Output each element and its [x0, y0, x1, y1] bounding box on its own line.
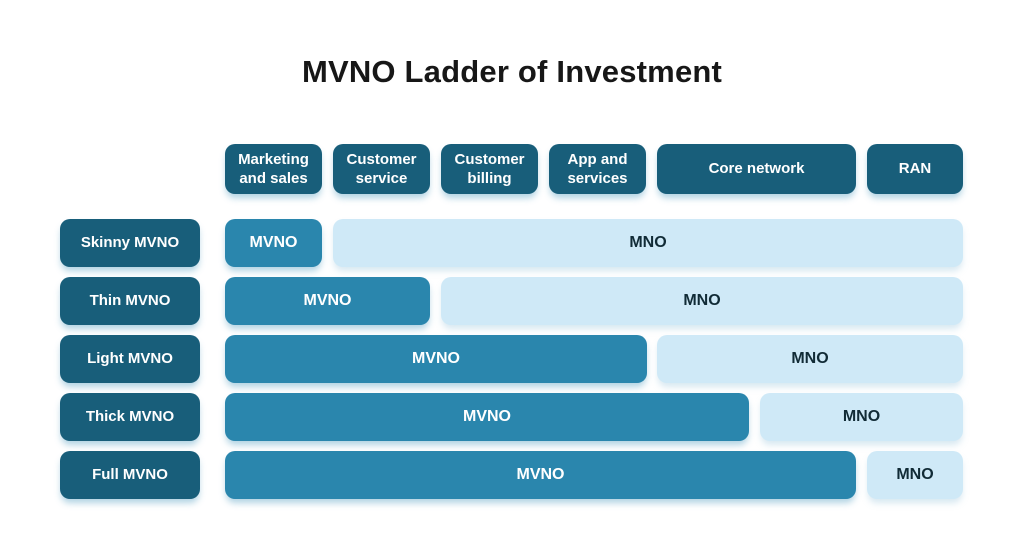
- page-title: MVNO Ladder of Investment: [301, 54, 723, 89]
- function-header-ran: RAN: [867, 144, 963, 194]
- mvno-bar-thin-mvno: MVNO: [225, 277, 430, 325]
- function-header-core-network: Core network: [657, 144, 856, 194]
- tier-label-thin-mvno: Thin MVNO: [60, 277, 200, 325]
- mvno-bar-skinny-mvno: MVNO: [225, 219, 322, 267]
- mvno-bar-light-mvno: MVNO: [225, 335, 647, 383]
- tier-label-skinny-mvno: Skinny MVNO: [60, 219, 200, 267]
- function-header-customer-billing: Customer billing: [441, 144, 538, 194]
- mvno-bar-full-mvno: MVNO: [225, 451, 856, 499]
- mno-bar-full-mvno: MNO: [867, 451, 963, 499]
- tier-label-full-mvno: Full MVNO: [60, 451, 200, 499]
- function-header-app-and-services: App and services: [549, 144, 646, 194]
- mno-bar-skinny-mvno: MNO: [333, 219, 963, 267]
- function-header-customer-service: Customer service: [333, 144, 430, 194]
- mno-bar-light-mvno: MNO: [657, 335, 963, 383]
- mno-bar-thin-mvno: MNO: [441, 277, 963, 325]
- mvno-bar-thick-mvno: MVNO: [225, 393, 749, 441]
- tier-label-light-mvno: Light MVNO: [60, 335, 200, 383]
- function-header-marketing-and-sales: Marketing and sales: [225, 144, 322, 194]
- tier-label-thick-mvno: Thick MVNO: [60, 393, 200, 441]
- mno-bar-thick-mvno: MNO: [760, 393, 963, 441]
